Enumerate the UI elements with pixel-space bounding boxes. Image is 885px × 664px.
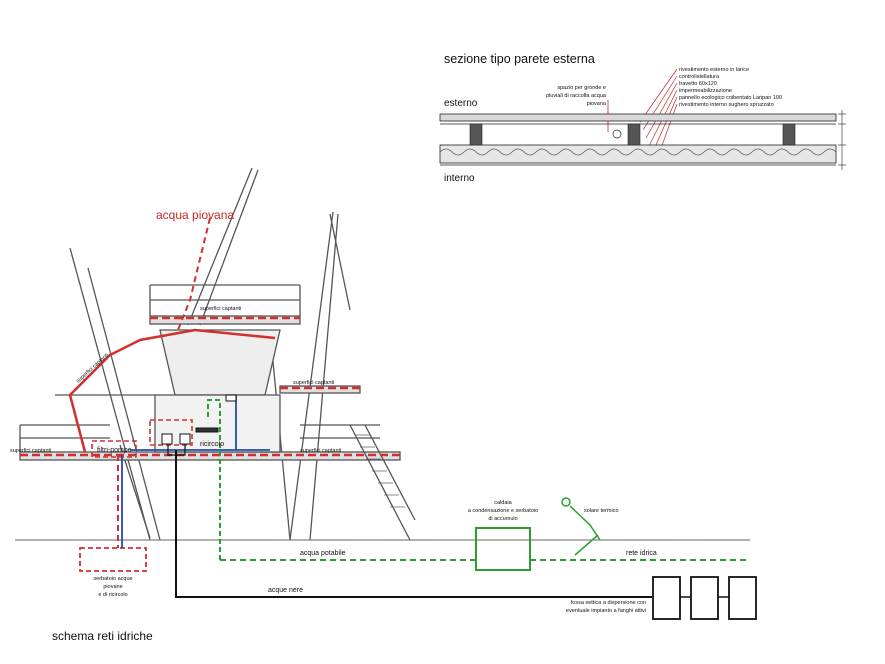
sewage-label: acque nere <box>268 587 303 594</box>
rainwater-tank <box>79 547 147 572</box>
septic-label-line-2: eventuale impianto a fanghi attivi <box>566 608 646 614</box>
capture-surfaces-label-top: superfici captanti <box>200 306 241 312</box>
layer-label-6: rivestimento interno sughero spruzzato <box>679 102 774 108</box>
solar-label: solare termico <box>584 508 619 514</box>
capture-surfaces-label-mid: superfici captanti <box>293 380 334 386</box>
boiler-label-line-1: caldaia <box>494 500 512 506</box>
tank-label-line-2: piovane <box>103 584 122 590</box>
boiler-label-line-2: a condensazione e serbatoio <box>468 508 538 514</box>
recirculation-network <box>121 395 270 548</box>
interior-label: interno <box>444 173 475 184</box>
recirculation-label: ricircolo <box>200 441 224 448</box>
fixtures <box>161 394 237 445</box>
water-network-label: rete idrica <box>626 550 657 557</box>
building-structure <box>15 167 750 541</box>
potable-water-label: acqua potabile <box>300 550 346 557</box>
wall-section: sezione tipo parete esterna esterno inte… <box>439 52 846 184</box>
gutter-note-line-1: spazio per gronde e <box>557 85 606 91</box>
wall-section-title: sezione tipo parete esterna <box>444 52 595 66</box>
exterior-label: esterno <box>444 98 478 109</box>
capture-surfaces-label-left: superfici captanti <box>10 448 51 454</box>
rainwater-label: acqua piovana <box>156 208 234 222</box>
layer-label-5: pannello ecologico coibentato Laripan 10… <box>679 95 782 101</box>
rainwater-network <box>20 217 400 572</box>
gutter-note-line-2: pluviali di raccolta acqua <box>546 93 607 99</box>
layer-label-3: travetto 60x120 <box>679 81 717 87</box>
septic-tank-2 <box>690 576 719 620</box>
boiler-box <box>475 527 531 571</box>
potable-water-network <box>207 399 750 571</box>
layer-label-4: impermeabilizzazione <box>679 88 732 94</box>
capture-surfaces-label-right: superfici captanti <box>300 448 341 454</box>
layer-label-2: controlistellatura <box>679 74 720 80</box>
gutter-note-line-3: piovana <box>587 101 607 107</box>
tank-label-line-3: e di ricircolo <box>98 592 127 598</box>
layer-label-1: rivestimento esterno in larice <box>679 67 749 73</box>
capture-surfaces-label-roof: superfici captanti <box>75 352 110 384</box>
boiler-label-line-3: di accumulo <box>488 516 517 522</box>
septic-tank-1 <box>652 576 681 620</box>
septic-tank-3 <box>728 576 757 620</box>
tank-label-line-1: serbatoio acque <box>93 576 132 582</box>
solar-panel-icon <box>561 497 571 507</box>
filter-pumps-label: filtri-pompe <box>97 447 132 454</box>
sewage-network <box>167 445 757 620</box>
septic-label-line-1: fossa settica a dispersione con <box>571 600 646 606</box>
scheme-title: schema reti idriche <box>52 629 153 643</box>
